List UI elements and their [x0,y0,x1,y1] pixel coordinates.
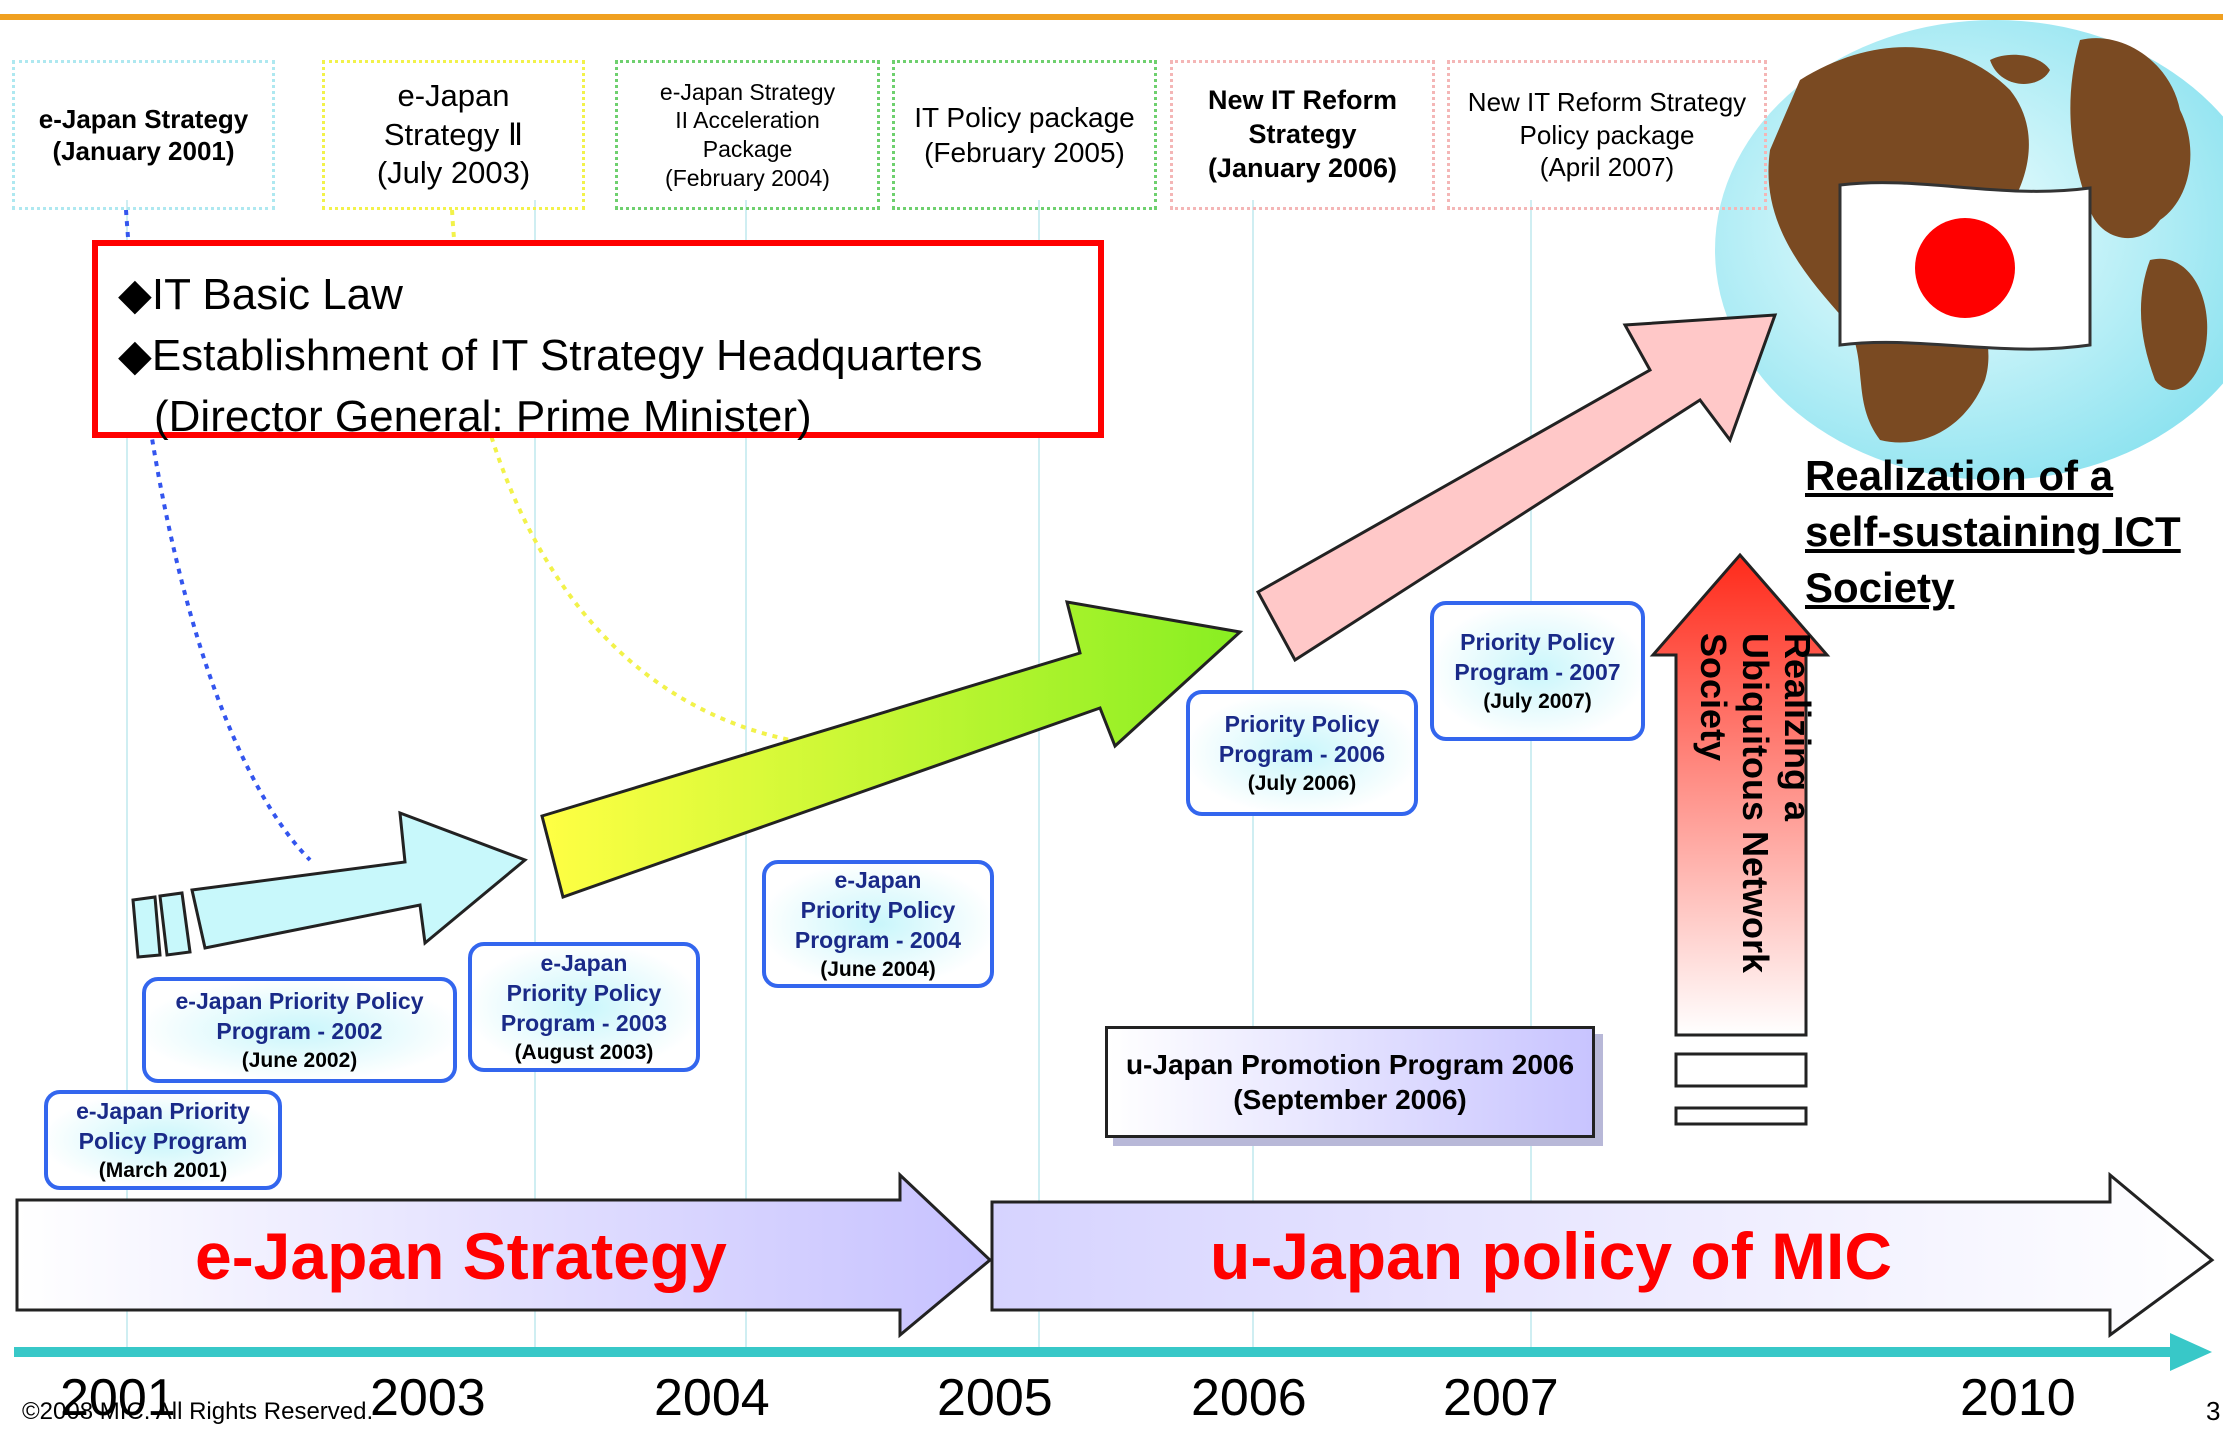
arrow-phase-1 [131,810,528,959]
u-japan-promotion-program-box: u-Japan Promotion Program 2006 (Septembe… [1105,1026,1595,1138]
guide-line [534,200,536,1350]
program-title: Program - 2002 [216,1018,383,1045]
program-title: Program - 2006 [1218,741,1386,768]
strategy-title: e-Japan Strategy [38,103,249,134]
program-title: e-Japan [540,949,628,976]
program-box-2007: Priority Policy Program - 2007 (July 200… [1430,601,1645,741]
program-title: Priority Policy [506,979,662,1006]
program-title: Priority Policy [1460,628,1615,655]
program-title: Program - 2007 [1454,659,1621,686]
vertical-label-line: Society [1693,633,1734,762]
year-label: 2003 [370,1369,486,1427]
strategy-title: e-Japan Strategy [659,78,836,105]
u-japan-date: (September 2006) [1233,1084,1467,1115]
program-box-2003: e-Japan Priority Policy Program - 2003 (… [468,942,700,1072]
timeline-axis [14,1347,2179,1357]
strategy-date: (February 2004) [665,164,830,191]
strategy-box-new-it-reform-policy-package: New IT Reform Strategy Policy package (A… [1447,60,1767,210]
strategy-box-e-japan-ii: e-Japan Strategy Ⅱ (July 2003) [322,60,585,210]
strategy-box-e-japan-ii-acceleration: e-Japan Strategy II Acceleration Package… [615,60,880,210]
strategy-title: Package [702,136,793,162]
year-label: 2004 [654,1369,770,1427]
program-box-2006: Priority Policy Program - 2006 (July 200… [1186,690,1418,816]
strategy-title: Strategy Ⅱ [383,116,524,152]
program-title: Priority Policy [800,896,956,923]
program-title: e-Japan Priority [76,1097,250,1124]
strategy-title: New IT Reform Strategy [1467,87,1747,118]
program-box-2004: e-Japan Priority Policy Program - 2004 (… [762,860,994,988]
strategy-date: (January 2006) [1207,152,1398,183]
year-label: 2005 [937,1369,1053,1427]
program-date: (June 2004) [820,957,936,981]
law-item: ◆Establishment of IT Strategy Headquarte… [118,331,983,380]
strategy-box-it-policy-package: IT Policy package (February 2005) [892,60,1157,210]
program-title: Policy Program [78,1128,248,1155]
year-label: 2001 [60,1369,176,1427]
program-title: Program - 2004 [794,927,962,954]
vertical-label-line: Ubiquitous Network [1735,633,1776,973]
arrow-ubiquitous [1649,552,1831,1126]
strategy-title: Strategy [1248,119,1357,150]
strategy-date: (April 2007) [1539,152,1675,183]
program-box-2001: e-Japan Priority Policy Program (March 2… [44,1090,282,1190]
goal-line: Society [1805,564,1955,611]
strategy-date: (January 2001) [52,136,235,166]
law-item-note: (Director General: Prime Minister) [154,392,812,441]
strategy-box-new-it-reform: New IT Reform Strategy (January 2006) [1170,60,1435,210]
strategy-title: e-Japan [397,77,510,113]
strategy-date: (July 2003) [376,155,531,191]
program-title: e-Japan [834,866,922,893]
ubiquitous-society-label: Realizing a Ubiquitous Network Society [1693,633,1818,1003]
year-label: 2010 [1960,1369,2076,1427]
goal-line: self-sustaining ICT [1805,508,2181,555]
it-basic-law-box: ◆IT Basic Law ◆Establishment of IT Strat… [92,240,1104,441]
strategy-title: IT Policy package [914,102,1135,133]
program-box-2002: e-Japan Priority Policy Program - 2002 (… [142,977,457,1083]
year-label: 2006 [1191,1369,1307,1427]
strategy-title: II Acceleration [675,107,820,134]
guide-line [1038,200,1040,1350]
program-date: (July 2006) [1247,771,1357,795]
connector-dotted [124,209,312,862]
law-item: ◆IT Basic Law [118,270,403,319]
program-title: Program - 2003 [500,1010,668,1037]
arrow-phase-3 [1255,313,1778,663]
program-date: (July 2007) [1483,689,1592,713]
program-title: e-Japan Priority Policy [175,987,424,1014]
strategy-box-e-japan-2001: e-Japan Strategy (January 2001) [12,60,275,210]
band-label-u-japan: u-Japan policy of MIC [1210,1219,1893,1293]
guide-line [1530,200,1532,1350]
program-date: (March 2001) [98,1158,228,1182]
guide-line [126,200,128,1350]
program-date: (August 2003) [514,1040,654,1064]
goal-line: Realization of a [1805,452,2114,499]
copyright-text: ©2008 MIC. All Rights Reserved. [22,1398,374,1425]
goal-text: Realization of a self-sustaining ICT Soc… [1805,448,2223,616]
program-date: (June 2002) [241,1048,358,1072]
u-japan-title: u-Japan Promotion Program 2006 [1125,1049,1575,1080]
band-u-japan [990,1171,2215,1338]
strategy-title: Policy package [1519,119,1695,150]
program-title: Priority Policy [1224,710,1380,737]
band-e-japan [15,1171,993,1339]
timeline-arrowhead [2170,1333,2212,1371]
top-accent-line [0,14,2223,20]
year-label: 2007 [1443,1369,1559,1427]
strategy-title: New IT Reform [1207,85,1398,116]
vertical-label-line: Realizing a [1777,633,1818,822]
band-label-e-japan: e-Japan Strategy [195,1219,727,1293]
arrow-phase-2 [540,600,1244,899]
strategy-date: (February 2005) [924,137,1125,168]
japan-flag-icon [1838,181,2092,351]
page-number: 3 [2206,1396,2221,1426]
